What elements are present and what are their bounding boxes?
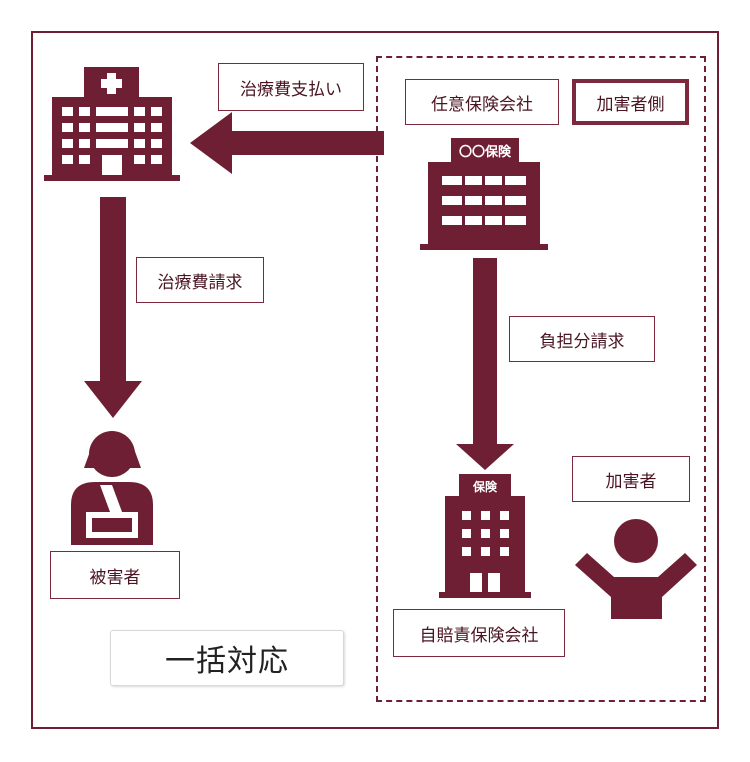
injured-person-icon bbox=[71, 431, 153, 545]
hospital-icon bbox=[44, 67, 180, 181]
label-perpetrator-side: 加害者側 bbox=[572, 79, 689, 125]
ikkatsu-banner: 一括対応 bbox=[110, 630, 344, 686]
arrow-share-claim bbox=[456, 258, 514, 470]
label-treatment-claim: 治療費請求 bbox=[136, 257, 264, 303]
arrow-treatment-claim bbox=[84, 197, 142, 418]
label-share-claim: 負担分請求 bbox=[509, 316, 655, 362]
insurer-sign: 〇〇保険 bbox=[459, 144, 512, 160]
jibaiseki-building-icon: 保険 bbox=[439, 474, 531, 598]
insurer-building-icon: 〇〇保険 bbox=[420, 138, 548, 250]
label-perpetrator: 加害者 bbox=[572, 456, 690, 502]
label-victim: 被害者 bbox=[50, 551, 180, 599]
jibaiseki-sign: 保険 bbox=[472, 479, 498, 494]
arrow-treatment-payment bbox=[190, 112, 384, 174]
perpetrator-side-group bbox=[376, 56, 706, 702]
person-arms-raised-icon bbox=[575, 519, 697, 619]
label-treatment-payment: 治療費支払い bbox=[218, 63, 364, 111]
label-voluntary-insurer: 任意保険会社 bbox=[405, 79, 559, 125]
outer-frame bbox=[31, 31, 719, 729]
label-jibaiseki-insurer: 自賠責保険会社 bbox=[393, 609, 565, 657]
